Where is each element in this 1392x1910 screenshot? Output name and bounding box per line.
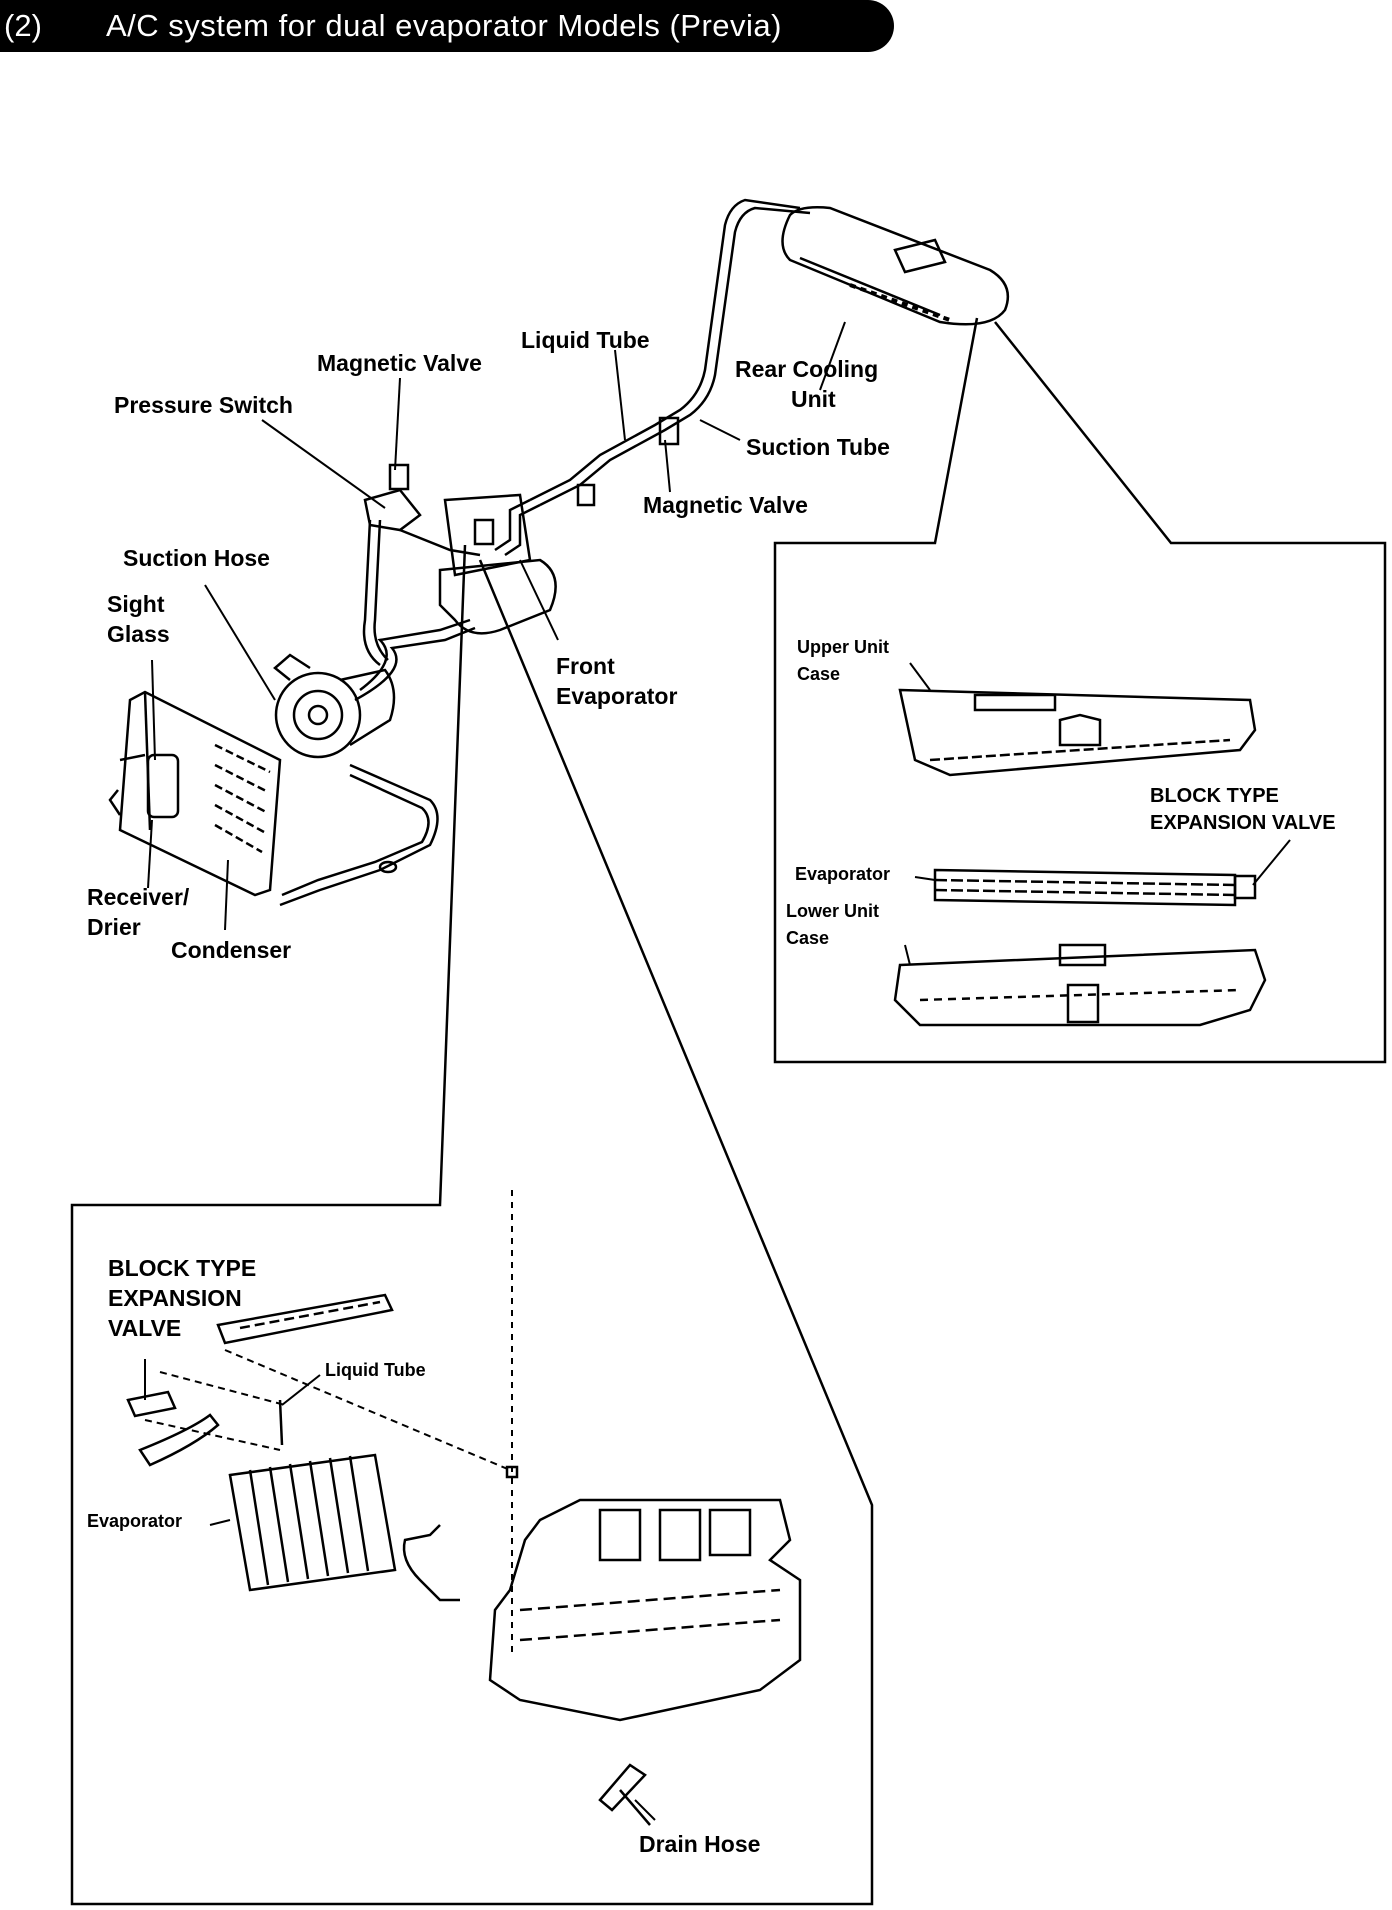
- label-sight-glass-1: Sight: [107, 591, 165, 617]
- front-thermistor-wire: [402, 1524, 460, 1602]
- front-drain-hose: [598, 1763, 651, 1826]
- label-upper-unit-case-1: Upper Unit: [797, 637, 889, 657]
- section-title: A/C system for dual evaporator Models (P…: [106, 8, 782, 43]
- label-lower-unit-case-2: Case: [786, 928, 830, 948]
- front-block-expansion-valve: [216, 1293, 394, 1345]
- label-lower-unit-case-1: Lower Unit: [786, 901, 879, 921]
- label-front-evaporator-part: Evaporator: [87, 1511, 183, 1531]
- label-receiver-drier-2: Drier: [87, 914, 141, 940]
- label-front-block-valve-3: VALVE: [108, 1315, 182, 1341]
- label-rear-cooling-unit-2: Unit: [791, 386, 836, 412]
- label-pressure-switch: Pressure Switch: [114, 392, 293, 418]
- receiver-drier: [108, 753, 180, 819]
- front-evaporator-core: [228, 1453, 397, 1592]
- label-suction-tube: Suction Tube: [746, 434, 890, 460]
- label-rear-cooling-unit-1: Rear Cooling: [735, 356, 879, 382]
- label-front-block-valve-2: EXPANSION: [108, 1285, 242, 1311]
- label-drain-hose: Drain Hose: [639, 1831, 761, 1857]
- rear-cooling-unit: [781, 206, 1010, 326]
- front-liquid-tube-fittings: [126, 1371, 286, 1467]
- compressor: [273, 653, 396, 759]
- suction-hose: [354, 618, 476, 702]
- label-front-evaporator-1: Front: [556, 653, 615, 679]
- label-upper-unit-case-2: Case: [797, 664, 841, 684]
- label-magnetic-valve-front: Magnetic Valve: [317, 350, 482, 376]
- rear-detail-callout-lines: [773, 317, 1387, 1064]
- label-receiver-drier-1: Receiver/: [87, 884, 190, 910]
- label-suction-hose: Suction Hose: [123, 545, 270, 571]
- label-front-evaporator-2: Evaporator: [556, 683, 678, 709]
- rear-tubes: [494, 198, 811, 557]
- rear-upper-unit-case: [898, 688, 1257, 777]
- label-sight-glass-2: Glass: [107, 621, 170, 647]
- label-magnetic-valve-rear: Magnetic Valve: [643, 492, 808, 518]
- front-unit-housing: [224, 1190, 802, 1722]
- label-leader-lines: [144, 321, 1291, 1821]
- front-detail-callout-lines: [70, 544, 874, 1906]
- label-rear-block-valve-1: BLOCK TYPE: [1150, 785, 1279, 807]
- label-liquid-tube: Liquid Tube: [521, 327, 650, 353]
- rear-lower-unit-case: [893, 943, 1267, 1027]
- rear-evaporator: [933, 868, 1257, 907]
- discharge-lines: [279, 763, 439, 907]
- front-magnetic-valve-assembly: [362, 463, 481, 666]
- condenser: [118, 690, 282, 897]
- label-condenser: Condenser: [171, 937, 292, 963]
- section-number: (2): [4, 8, 42, 43]
- section-header: (2) A/C system for dual evaporator Model…: [0, 0, 894, 52]
- label-rear-evaporator: Evaporator: [795, 864, 891, 884]
- front-evaporator-case: [438, 493, 557, 635]
- label-front-liquid-tube: Liquid Tube: [325, 1360, 426, 1380]
- label-front-block-valve-1: BLOCK TYPE: [108, 1255, 257, 1281]
- label-rear-block-valve-2: EXPANSION VALVE: [1150, 812, 1336, 834]
